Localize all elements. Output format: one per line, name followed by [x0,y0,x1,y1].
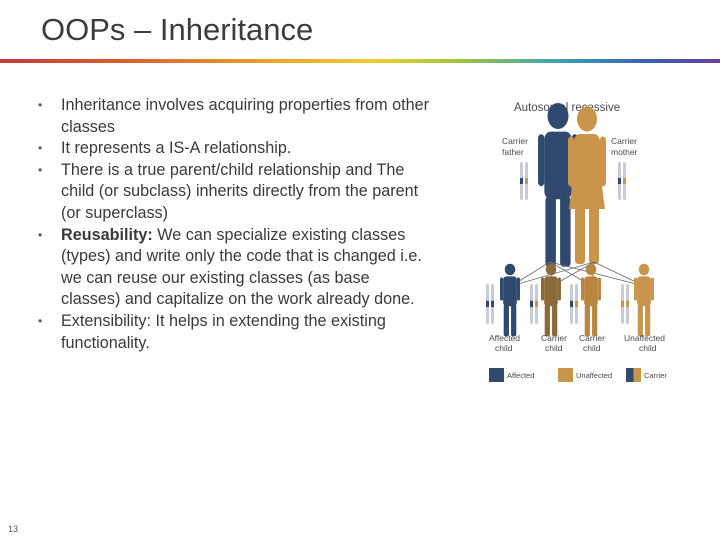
carrier-child-icon [541,263,561,337]
legend-affected-label: Affected [507,371,534,380]
affected-child-icon [500,263,520,337]
legend: Affected Unaffected Carrier [489,368,667,382]
bullet-dot-icon: • [38,313,43,328]
bullet-dot-icon: • [38,227,43,242]
bullet-text: Inheritance involves acquiring propertie… [61,96,430,136]
bullet-bold-lead: Reusability: [61,225,153,244]
child-chromosome-icon [570,284,578,324]
bullet-dot-icon: • [38,98,43,112]
legend-affected-swatch [489,368,504,382]
unaffected-child-icon [634,263,654,337]
bullet-dot-icon: • [38,162,43,177]
page-number: 13 [8,524,19,534]
bullet-text: We can specialize existing classes (type… [61,225,422,309]
inheritance-lines [510,261,645,287]
bullet-item: • Inheritance involves acquiring properti… [38,95,430,138]
legend-carrier-label: Carrier [644,371,667,380]
bullet-text: There is a true parent/child relationshi… [61,160,419,222]
bullet-item: • There is a true parent/child relationsh… [38,160,430,225]
father-chromosome-icon [520,162,528,200]
bullet-text: It represents a IS-A relationship. [61,139,292,158]
bullet-item: • It represents a IS-A relationship. [38,138,430,160]
bullet-list: • Inheritance involves acquiring properti… [38,95,430,354]
legend-carrier-swatch [626,368,634,382]
legend-carrier-swatch [633,368,641,382]
legend-unaffected-label: Unaffected [576,371,612,380]
child-chromosome-icon [621,284,629,324]
legend-unaffected-swatch [558,368,573,382]
mother-chromosome-icon [618,162,626,200]
bullet-item: • Extensibility: It helps in extending th… [38,311,430,354]
bullet-item: • Reusability: We can specialize existing… [38,225,430,311]
bullet-dot-icon: • [38,141,43,156]
slide-title: OOPs – Inheritance [41,12,314,47]
bullet-text: Extensibility: It helps in extending the… [61,311,386,352]
title-underline-gradient [0,59,720,63]
child-chromosome-icon [486,284,494,324]
mother-figure-icon [568,106,606,264]
child-chromosome-icon [530,284,538,324]
